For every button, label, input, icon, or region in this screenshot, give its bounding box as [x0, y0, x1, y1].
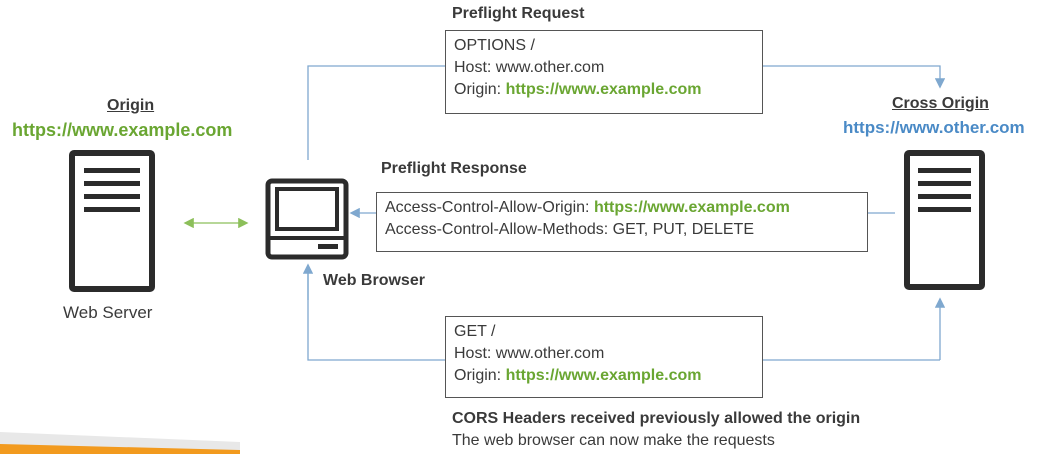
footer-title: CORS Headers received previously allowed…: [452, 410, 861, 427]
preflight-response-title: Preflight Response: [381, 160, 527, 177]
computer-icon: [265, 178, 349, 260]
get-method-line: GET /: [454, 323, 496, 340]
request-origin-line: Origin: https://www.example.com: [454, 81, 702, 98]
cross-origin-server-icon: [904, 150, 985, 290]
web-browser-label: Web Browser: [323, 272, 425, 289]
preflight-request-title: Preflight Request: [452, 5, 585, 22]
request-host-line: Host: www.other.com: [454, 59, 605, 76]
allow-methods-line: Access-Control-Allow-Methods: GET, PUT, …: [385, 221, 754, 238]
server-icon: [69, 150, 155, 292]
allow-origin-line: Access-Control-Allow-Origin: https://www…: [385, 199, 790, 216]
allow-origin-value: https://www.example.com: [593, 199, 790, 216]
cross-origin-heading: Cross Origin: [892, 95, 989, 112]
origin-url: https://www.example.com: [12, 120, 233, 140]
request-method-line: OPTIONS /: [454, 37, 535, 54]
preflight-request-box: OPTIONS / Host: www.other.com Origin: ht…: [445, 30, 763, 114]
request-origin-value: https://www.example.com: [505, 81, 702, 98]
get-origin-line: Origin: https://www.example.com: [454, 367, 702, 384]
get-request-box: GET / Host: www.other.com Origin: https:…: [445, 316, 763, 398]
cross-origin-url: https://www.other.com: [843, 118, 1025, 137]
get-host-line: Host: www.other.com: [454, 345, 605, 362]
origin-heading: Origin: [107, 97, 155, 114]
web-server-label: Web Server: [63, 303, 153, 322]
preflight-response-box: Access-Control-Allow-Origin: https://www…: [376, 192, 868, 252]
footer-subtitle: The web browser can now make the request…: [452, 432, 775, 449]
get-origin-value: https://www.example.com: [505, 367, 702, 384]
